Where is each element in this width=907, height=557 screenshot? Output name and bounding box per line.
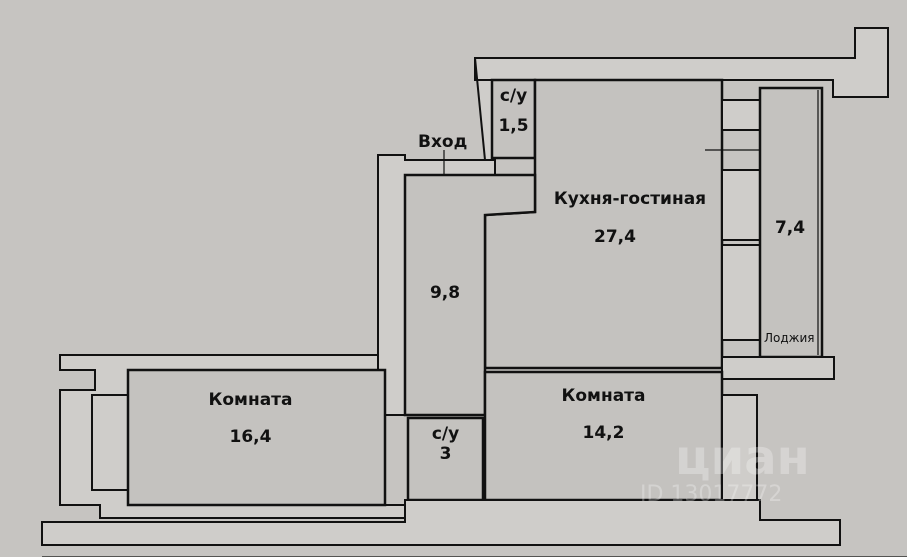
room-left-label: Комната [208, 390, 293, 410]
room-left-area: 16,4 [229, 427, 272, 447]
window-wall [721, 99, 761, 131]
room-right-area: 14,2 [582, 423, 625, 443]
entrance-label: Вход [418, 132, 468, 152]
bathroom-small-label: с/у [499, 86, 528, 106]
bathroom-small-area: 1,5 [498, 116, 529, 136]
loggia-label: Лоджия [764, 331, 815, 345]
hallway-area: 9,8 [429, 283, 461, 303]
window-wall [91, 394, 129, 491]
window-wall [721, 394, 758, 501]
kitchen-living-area: 27,4 [594, 227, 636, 247]
window-wall [721, 244, 761, 341]
room-right-label: Комната [561, 386, 646, 406]
cian-watermark-id: ID 13017772 [640, 482, 783, 507]
kitchen-living-label: Кухня-гостиная [553, 189, 707, 209]
bathroom-large-area: 3 [439, 444, 452, 464]
window-wall [721, 169, 761, 241]
bathroom-large [406, 416, 485, 502]
room-left [126, 368, 387, 507]
hallway [403, 173, 537, 417]
loggia [758, 86, 824, 359]
loggia-area: 7,4 [774, 218, 806, 238]
bathroom-large-label: с/у [431, 424, 460, 444]
wall-loggia-bottom [721, 356, 835, 380]
cian-watermark-logo: циан [675, 430, 810, 486]
wall-bottom [41, 499, 841, 546]
